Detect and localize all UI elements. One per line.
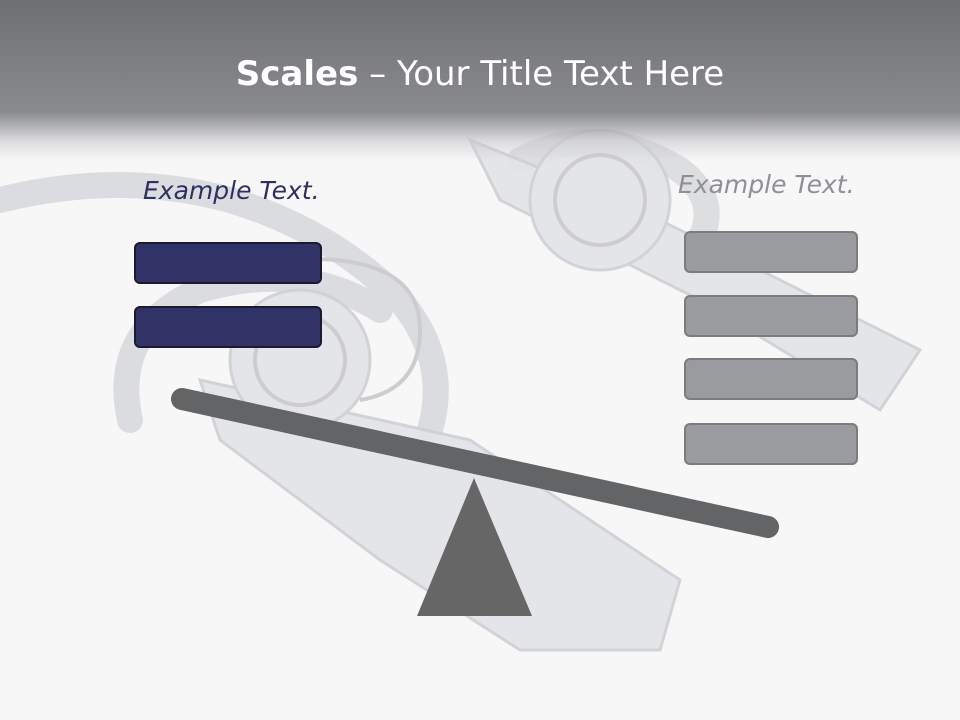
right-text-box-3[interactable]: [684, 358, 858, 400]
right-text-box-1[interactable]: [684, 231, 858, 273]
title-bar: Scales – Your Title Text Here: [0, 0, 960, 160]
left-example-label: Example Text.: [143, 176, 320, 205]
left-text-box-1[interactable]: [134, 242, 322, 284]
right-text-box-4[interactable]: [684, 423, 858, 465]
right-example-label: Example Text.: [678, 170, 855, 199]
left-text-box-2[interactable]: [134, 306, 322, 348]
scale-beam: [171, 388, 779, 538]
right-text-box-2[interactable]: [684, 295, 858, 337]
fulcrum-triangle: [417, 478, 532, 616]
title-strong: Scales: [235, 54, 359, 94]
title-rest: – Your Title Text Here: [358, 54, 725, 94]
slide-title: Scales – Your Title Text Here: [0, 50, 960, 98]
